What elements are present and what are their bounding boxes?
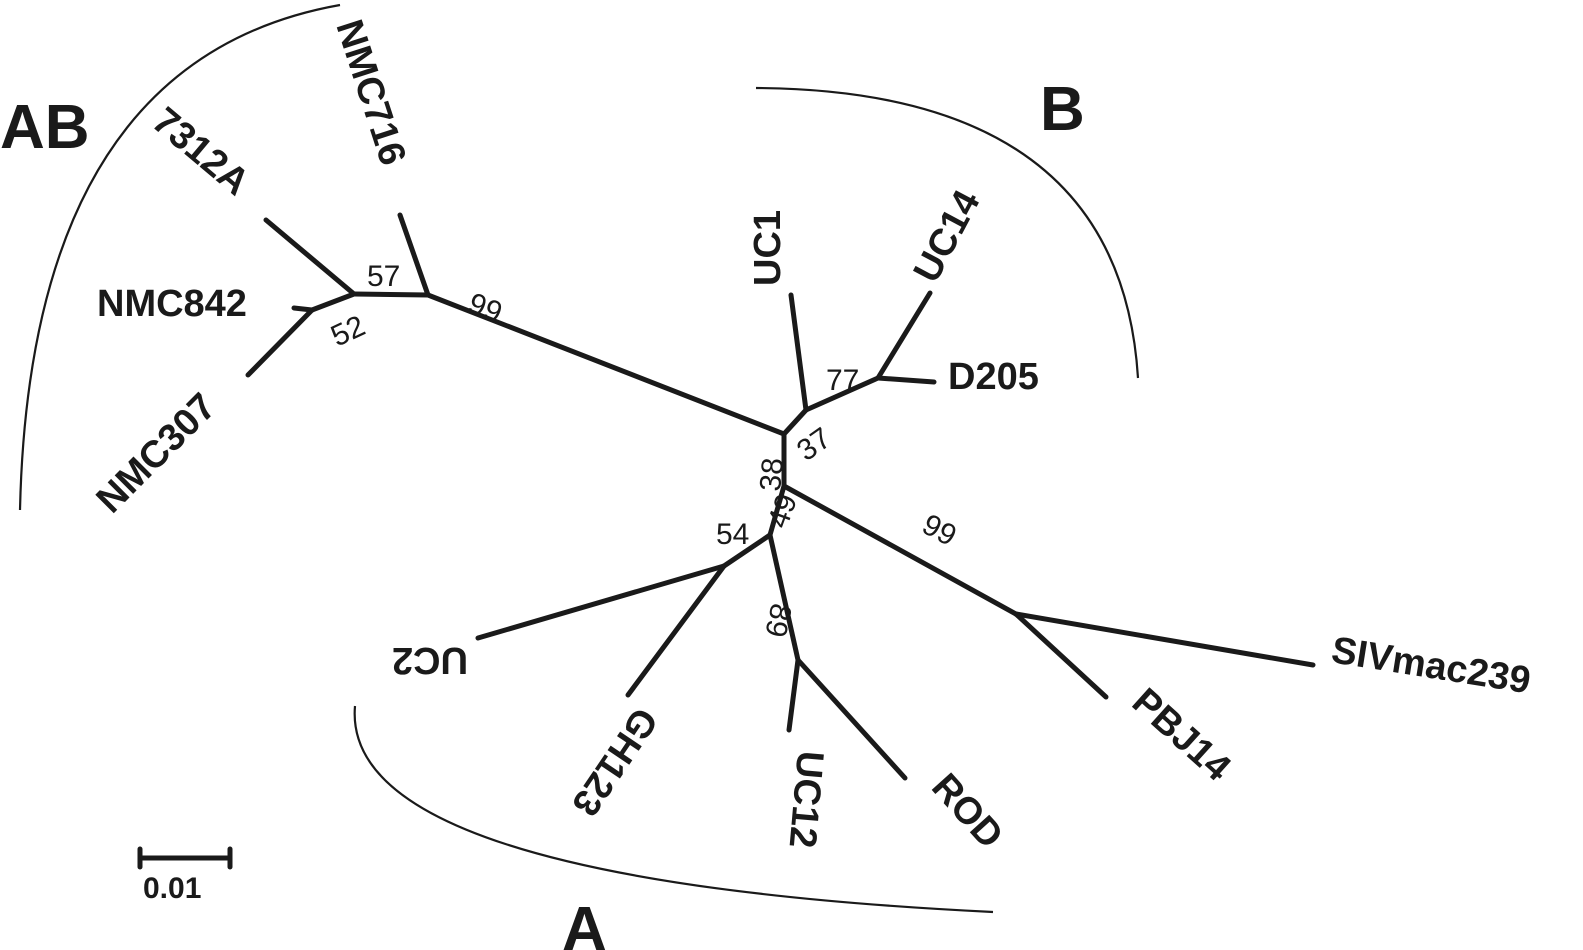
branch-internal-52: [309, 291, 357, 313]
branch-d205: [875, 375, 937, 385]
branch-main-99-bottom: [781, 483, 1019, 617]
support-value-99-bottom: 99: [917, 508, 962, 553]
support-value-57: 57: [367, 260, 400, 293]
clade-label-a: A: [562, 895, 607, 950]
taxon-label-gh123: GH123: [563, 700, 665, 823]
support-value-89: 89: [758, 601, 797, 641]
branch-uc1: [788, 292, 809, 413]
branch-internal-77: [803, 375, 881, 413]
branch-uc2: [475, 563, 727, 641]
taxon-label-nmc842: NMC842: [97, 283, 247, 325]
scale-bar-label: 0.01: [143, 872, 201, 905]
clade-label-b: B: [1040, 75, 1085, 144]
branch-internal-49: [767, 483, 787, 538]
taxon-label-nmc716: NMC716: [327, 15, 413, 171]
taxon-label-rod: ROD: [923, 766, 1011, 857]
support-value-77: 77: [826, 364, 859, 397]
tree-branches: [245, 212, 1316, 781]
taxon-label-nmc307: NMC307: [89, 386, 225, 522]
taxon-label-d205: D205: [948, 356, 1039, 398]
support-value-38: 38: [754, 456, 790, 492]
taxon-label-uc14: UC14: [906, 184, 989, 290]
branch-nmc716: [397, 212, 431, 298]
branch-internal-54: [721, 532, 773, 569]
branch-internal-57: [351, 291, 431, 298]
branch-uc12: [786, 657, 801, 733]
support-value-52: 52: [326, 309, 370, 353]
scale-bar: 0.01: [137, 846, 233, 905]
branch-main-99: [425, 292, 787, 437]
taxon-label-pbj14: PBJ14: [1124, 680, 1238, 789]
branch-gh123: [625, 563, 727, 698]
support-value-37: 37: [791, 422, 837, 468]
branch-sivmac239: [1013, 611, 1316, 668]
clade-arc-b: [755, 86, 1140, 379]
taxon-label-uc2: UC2: [392, 639, 468, 681]
branch-internal-89: [767, 532, 801, 663]
branch-7312a: [263, 217, 357, 297]
support-value-54: 54: [716, 518, 749, 551]
taxon-label-uc12: UC12: [781, 749, 831, 849]
clade-label-ab: AB: [0, 93, 90, 162]
branch-pbj14: [1013, 611, 1109, 700]
branch-nmc307: [245, 307, 315, 378]
clade-arc-ab: [18, 3, 341, 511]
taxon-label-uc1: UC1: [747, 210, 789, 286]
branch-internal-37: [781, 407, 809, 437]
clade-arc-a: [353, 705, 994, 914]
branch-rod: [795, 657, 908, 781]
branch-uc14: [875, 290, 933, 381]
taxon-label-sivmac239: SIVmac239: [1329, 629, 1534, 702]
taxon-label-7312a: 7312A: [144, 100, 257, 204]
